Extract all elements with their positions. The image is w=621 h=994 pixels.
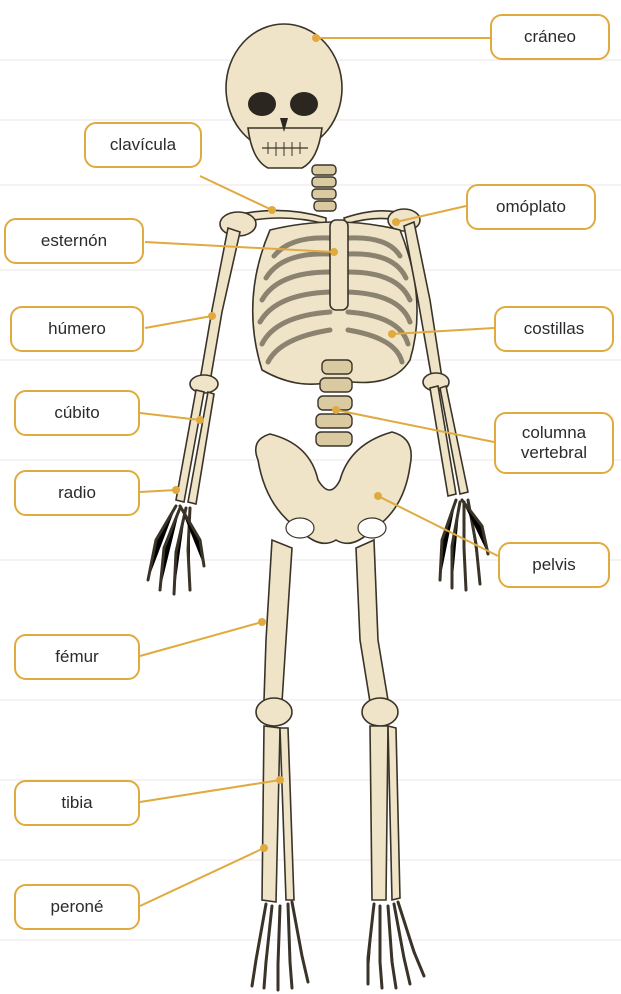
neck-vertebrae bbox=[312, 165, 336, 211]
label-humero: húmero bbox=[10, 306, 144, 352]
pelvis-bone bbox=[256, 432, 411, 543]
label-omoplato: omóplato bbox=[466, 184, 596, 230]
left-hand bbox=[148, 506, 204, 594]
right-foot bbox=[368, 902, 424, 988]
label-pelvis: pelvis bbox=[498, 542, 610, 588]
label-cubito: cúbito bbox=[14, 390, 140, 436]
right-hand bbox=[440, 500, 488, 590]
skull bbox=[226, 24, 342, 168]
label-radio: radio bbox=[14, 470, 140, 516]
label-clavicula: clavícula bbox=[84, 122, 202, 168]
left-foot bbox=[252, 902, 308, 990]
label-perone: peroné bbox=[14, 884, 140, 930]
label-esternon: esternón bbox=[4, 218, 144, 264]
label-costillas: costillas bbox=[494, 306, 614, 352]
label-femur: fémur bbox=[14, 634, 140, 680]
label-tibia: tibia bbox=[14, 780, 140, 826]
label-columna-vertebral: columna vertebral bbox=[494, 412, 614, 474]
label-craneo: cráneo bbox=[490, 14, 610, 60]
